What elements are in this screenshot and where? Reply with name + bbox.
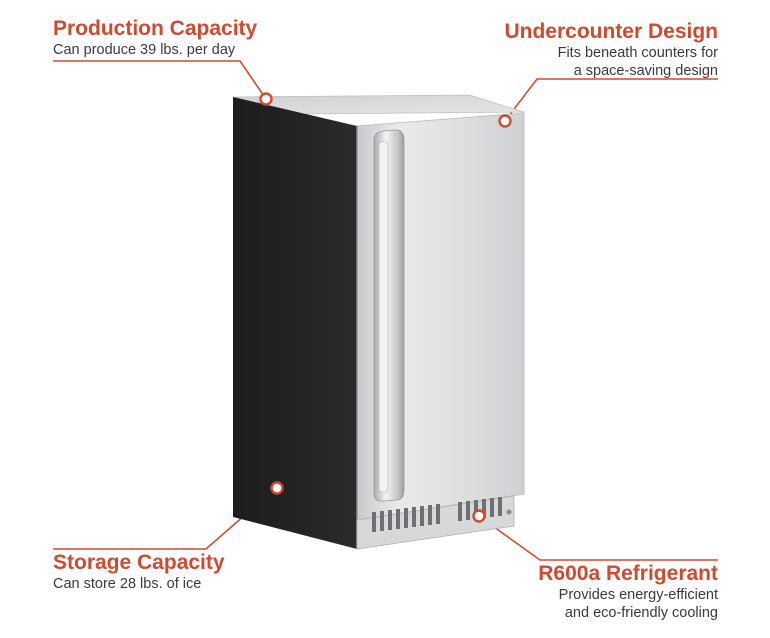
callout-description: Can store 28 lbs. of ice [53,576,202,592]
vent-grille-left [372,504,440,532]
callout-production-capacity: Production Capacity Can produce 39 lbs. … [53,17,257,59]
callout-description-line-2: and eco-friendly cooling [564,605,718,621]
callout-dot-production [259,92,273,106]
callout-dot-undercounter [498,114,512,128]
vent-grille-right [458,497,502,521]
callout-title: Storage Capacity [53,551,225,574]
callout-title: Production Capacity [53,17,258,40]
leader-lines [53,60,718,561]
side-panel [233,97,357,549]
leader-line-undercounter [504,78,718,122]
foot-screw [506,509,512,515]
callout-description-line-2: a space-saving design [573,63,718,79]
door-handle [373,129,405,502]
callout-storage-capacity: Storage Capacity Can store 28 lbs. of ic… [53,551,225,593]
leader-line-refrigerant [479,516,718,561]
callout-dots [259,92,512,523]
callout-description-line-1: Fits beneath counters for [557,45,718,61]
callout-dot-storage [270,481,284,495]
callout-dot-refrigerant [472,509,486,523]
callout-title: Undercounter Design [504,20,718,43]
callout-description: Can produce 39 lbs. per day [53,42,236,58]
callout-title: R600a Refrigerant [538,562,718,585]
callout-description-line-1: Provides energy-efficient [558,587,718,603]
leader-line-production [53,60,267,100]
handle-bar [378,141,389,493]
callout-r600a-refrigerant: R600a Refrigerant Provides energy-effici… [538,562,718,622]
callout-undercounter-design: Undercounter Design Fits beneath counter… [504,20,718,80]
